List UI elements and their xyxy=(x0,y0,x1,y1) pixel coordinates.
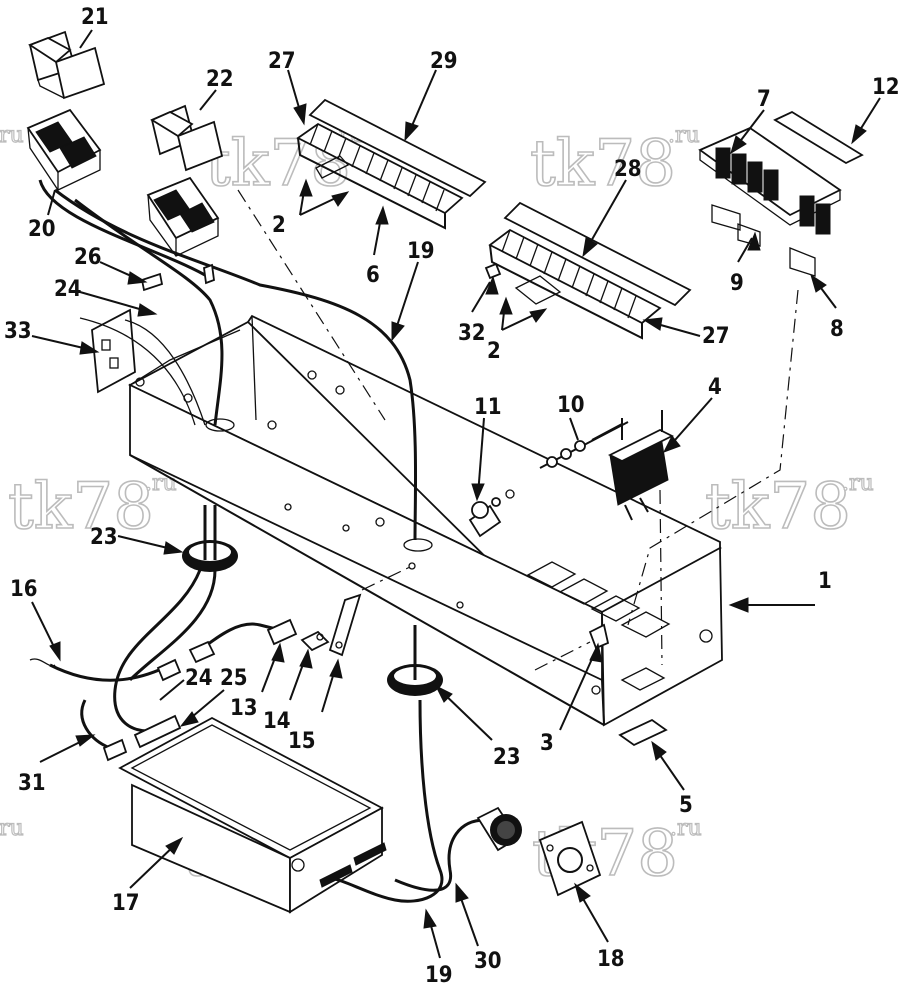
watermark-text: tk78 xyxy=(705,470,851,544)
watermark-edge-left-bottom: .ru xyxy=(0,815,24,841)
callout-28: 28 xyxy=(614,157,642,182)
callout-31: 31 xyxy=(18,771,46,796)
callout-19-upper: 19 xyxy=(407,239,435,264)
fuse-block-7 xyxy=(698,126,842,277)
relay-pair-21 xyxy=(28,30,106,100)
callout-3: 3 xyxy=(540,731,554,756)
callout-29: 29 xyxy=(430,49,458,74)
label-plate-5 xyxy=(618,718,668,747)
callout-13: 13 xyxy=(230,696,258,721)
watermark-2: tk78.ru xyxy=(529,122,700,201)
callout-27-upper: 27 xyxy=(268,49,296,74)
watermark-suffix: .ru xyxy=(0,816,24,841)
callout-2-upper: 2 xyxy=(272,213,286,238)
relay-socket-20 xyxy=(26,108,102,191)
watermark-suffix: .ru xyxy=(668,123,700,148)
callout-21: 21 xyxy=(81,5,109,30)
callout-2-lower: 2 xyxy=(487,339,501,364)
label-strip-12 xyxy=(773,110,864,165)
terminal-strip-upper xyxy=(296,98,487,230)
callout-27-lower: 27 xyxy=(702,324,730,349)
callout-24-lower: 24 xyxy=(185,666,213,691)
callout-33: 33 xyxy=(4,319,32,344)
terminal-strip-lower xyxy=(484,201,692,340)
watermark-suffix: .ru xyxy=(670,816,702,841)
callout-20: 20 xyxy=(28,217,56,242)
watermark-edge-left-top: .ru xyxy=(0,122,24,148)
chassis-tray xyxy=(91,308,723,727)
callout-26: 26 xyxy=(74,245,102,270)
callout-17: 17 xyxy=(112,891,140,916)
watermark-suffix: .ru xyxy=(842,471,874,496)
callout-25: 25 xyxy=(220,666,248,691)
callout-24-upper: 24 xyxy=(54,277,82,302)
callout-30: 30 xyxy=(474,949,502,974)
callout-10: 10 xyxy=(557,393,585,418)
callout-8: 8 xyxy=(830,317,844,342)
callout-32: 32 xyxy=(458,321,486,346)
watermark-text: tk78 xyxy=(530,127,676,201)
callout-6: 6 xyxy=(366,263,380,288)
callout-19-lower: 19 xyxy=(425,963,453,988)
callout-9: 9 xyxy=(730,271,744,296)
callout-18: 18 xyxy=(597,947,625,972)
watermark-5: tk78.ru xyxy=(704,469,874,545)
watermark-3: tk78.ru xyxy=(7,469,177,545)
harness-19-30-lower xyxy=(329,699,522,903)
alignment-lines xyxy=(237,189,799,671)
plate-18 xyxy=(538,820,602,897)
relay-pair-22 xyxy=(150,104,224,172)
hardware-10-11 xyxy=(468,421,629,538)
relay-socket-22 xyxy=(146,176,220,257)
callout-23-right: 23 xyxy=(493,745,521,770)
grommet-23-left xyxy=(182,505,238,572)
watermark-suffix: .ru xyxy=(0,123,24,148)
callout-5: 5 xyxy=(679,793,693,818)
callout-16: 16 xyxy=(10,577,38,602)
callouts: 1 2 2 3 4 5 6 7 8 9 10 11 12 13 14 15 xyxy=(4,5,900,988)
wiring-harness-19 xyxy=(38,179,418,541)
callout-15: 15 xyxy=(288,729,316,754)
callout-7: 7 xyxy=(757,87,771,112)
grommet-23-right xyxy=(387,625,443,696)
callout-23-left: 23 xyxy=(90,525,118,550)
callout-14: 14 xyxy=(263,709,291,734)
callout-11: 11 xyxy=(474,395,502,420)
watermark-text: tk78 xyxy=(8,470,154,544)
lower-harness xyxy=(29,569,330,762)
callout-22: 22 xyxy=(206,67,234,92)
callout-12: 12 xyxy=(872,75,900,100)
controller-17 xyxy=(118,716,387,914)
callout-4: 4 xyxy=(708,375,722,400)
callout-1: 1 xyxy=(818,569,832,594)
